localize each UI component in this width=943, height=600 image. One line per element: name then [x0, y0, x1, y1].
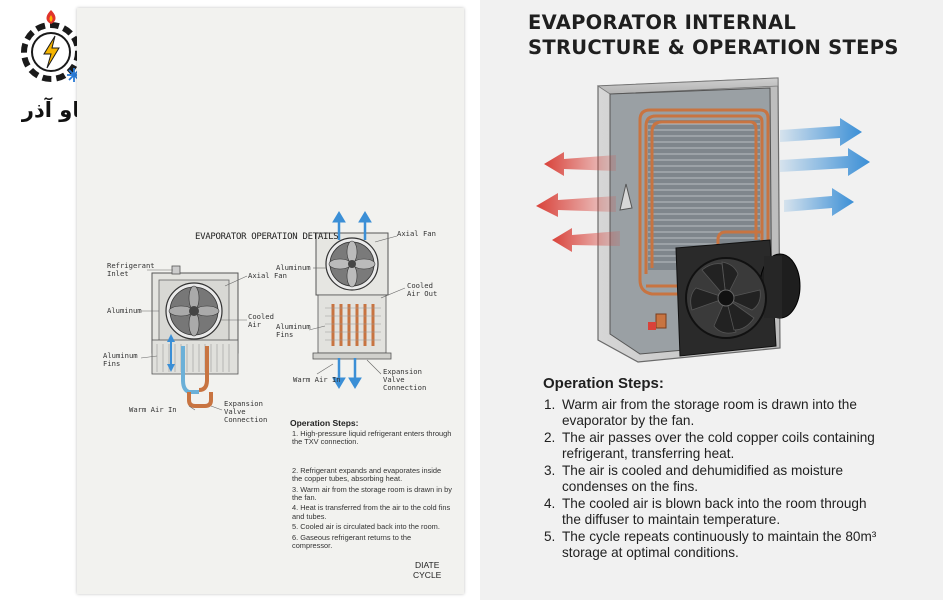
panel-step-text: The air passes over the cold copper coil… — [562, 430, 875, 461]
label-refrigerant-inlet: Refrigerant Inlet — [107, 261, 155, 278]
panel-title: EVAPORATOR INTERNAL STRUCTURE & OPERATIO… — [528, 11, 899, 59]
panel-step: 4. The cooled air is blown back into the … — [544, 496, 884, 527]
copper-coil — [638, 108, 770, 296]
fan-blades-right — [328, 240, 376, 288]
panel-step-number: 1. — [544, 397, 556, 412]
label-aluminum-left: Aluminum — [107, 306, 142, 315]
cooled-air-out-arrows — [332, 211, 372, 240]
panel-step-text: The cycle repeats continuously to mainta… — [562, 529, 877, 560]
sheet-steps-list: 1. High-pressure liquid refrigerant ente… — [292, 429, 452, 552]
label-aluminum-fins-right: Aluminum Fins — [276, 322, 311, 339]
panel-step-text: The cooled air is blown back into the ro… — [562, 496, 867, 527]
fan-blades-left — [168, 285, 220, 337]
panel-step-text: The air is cooled and dehumidified as mo… — [562, 463, 844, 494]
label-cooled-air: Cooled Air — [248, 312, 274, 329]
label-axial-fan-left: Axial Fan — [248, 271, 287, 280]
fan-hub — [717, 289, 735, 307]
evaporator-3d-illustration — [536, 77, 870, 363]
label-aluminum-right: Aluminum — [276, 263, 311, 272]
sheet-step: 6. Gaseous refrigerant returns to the co… — [292, 532, 412, 551]
evaporator-sketch-diagram — [140, 211, 406, 411]
sheet-step: 4. Heat is transferred from the air to t… — [292, 503, 451, 521]
label-expansion-valve-left: Expansion Valve Connection — [224, 399, 268, 424]
warm-air-in-arrows — [332, 358, 362, 389]
sheet-footer: DIATE CYCLE — [413, 560, 441, 580]
label-aluminum-fins-left: Aluminum Fins — [103, 351, 138, 368]
sheet-step: 2. Refrigerant expands and evaporates in… — [292, 465, 442, 484]
panel-step: 1. Warm air from the storage room is draw… — [544, 397, 884, 428]
sheet-step: 1. High-pressure liquid refrigerant ente… — [292, 429, 452, 447]
label-cooled-air-out: Cooled Air Out — [407, 281, 438, 298]
sheet-step: 3. Warm air from the storage room is dra… — [292, 484, 452, 503]
panel-step-number: 4. — [544, 496, 556, 511]
panel-step-number: 5. — [544, 529, 556, 544]
sheet-step: 5. Cooled air is circulated back into th… — [292, 522, 440, 532]
sheet-title: EVAPORATOR OPERATION DETAILS — [195, 232, 339, 242]
panel-step-text: Warm air from the storage room is drawn … — [562, 397, 857, 428]
panel-step: 5. The cycle repeats continuously to main… — [544, 529, 884, 560]
warm-air-arrows — [536, 152, 620, 252]
sheet-footer-line1: DIATE — [414, 560, 440, 570]
tav-azar-logo: تاو آذر — [14, 6, 88, 122]
sheet-footer-line2: CYCLE — [413, 570, 442, 580]
panel-steps-list: 1. Warm air from the storage room is draw… — [544, 397, 884, 562]
fan-blades — [690, 261, 761, 334]
panel-steps-title: Operation Steps: — [543, 375, 664, 392]
expansion-valve — [655, 313, 667, 329]
label-warm-air-in-right: Warm Air In — [293, 375, 341, 384]
label-axial-fan-right: Axial Fan — [397, 229, 436, 238]
cooled-air-arrows — [780, 118, 870, 216]
panel-step: 2. The air passes over the cold copper co… — [544, 430, 884, 461]
panel-step-number: 2. — [544, 430, 556, 445]
sheet-steps-title: Operation Steps: — [290, 418, 359, 428]
label-warm-air-in-left: Warm Air In — [129, 405, 177, 414]
evaporator-details-sheet: EVAPORATOR OPERATION DETAILS Refrigerant… — [77, 8, 464, 594]
gear-lightning-icon — [21, 10, 81, 82]
panel-step-number: 3. — [544, 463, 556, 478]
label-expansion-valve-right: Expansion Valve Connection — [383, 367, 427, 392]
panel-step: 3. The air is cooled and dehumidified as … — [544, 463, 884, 494]
